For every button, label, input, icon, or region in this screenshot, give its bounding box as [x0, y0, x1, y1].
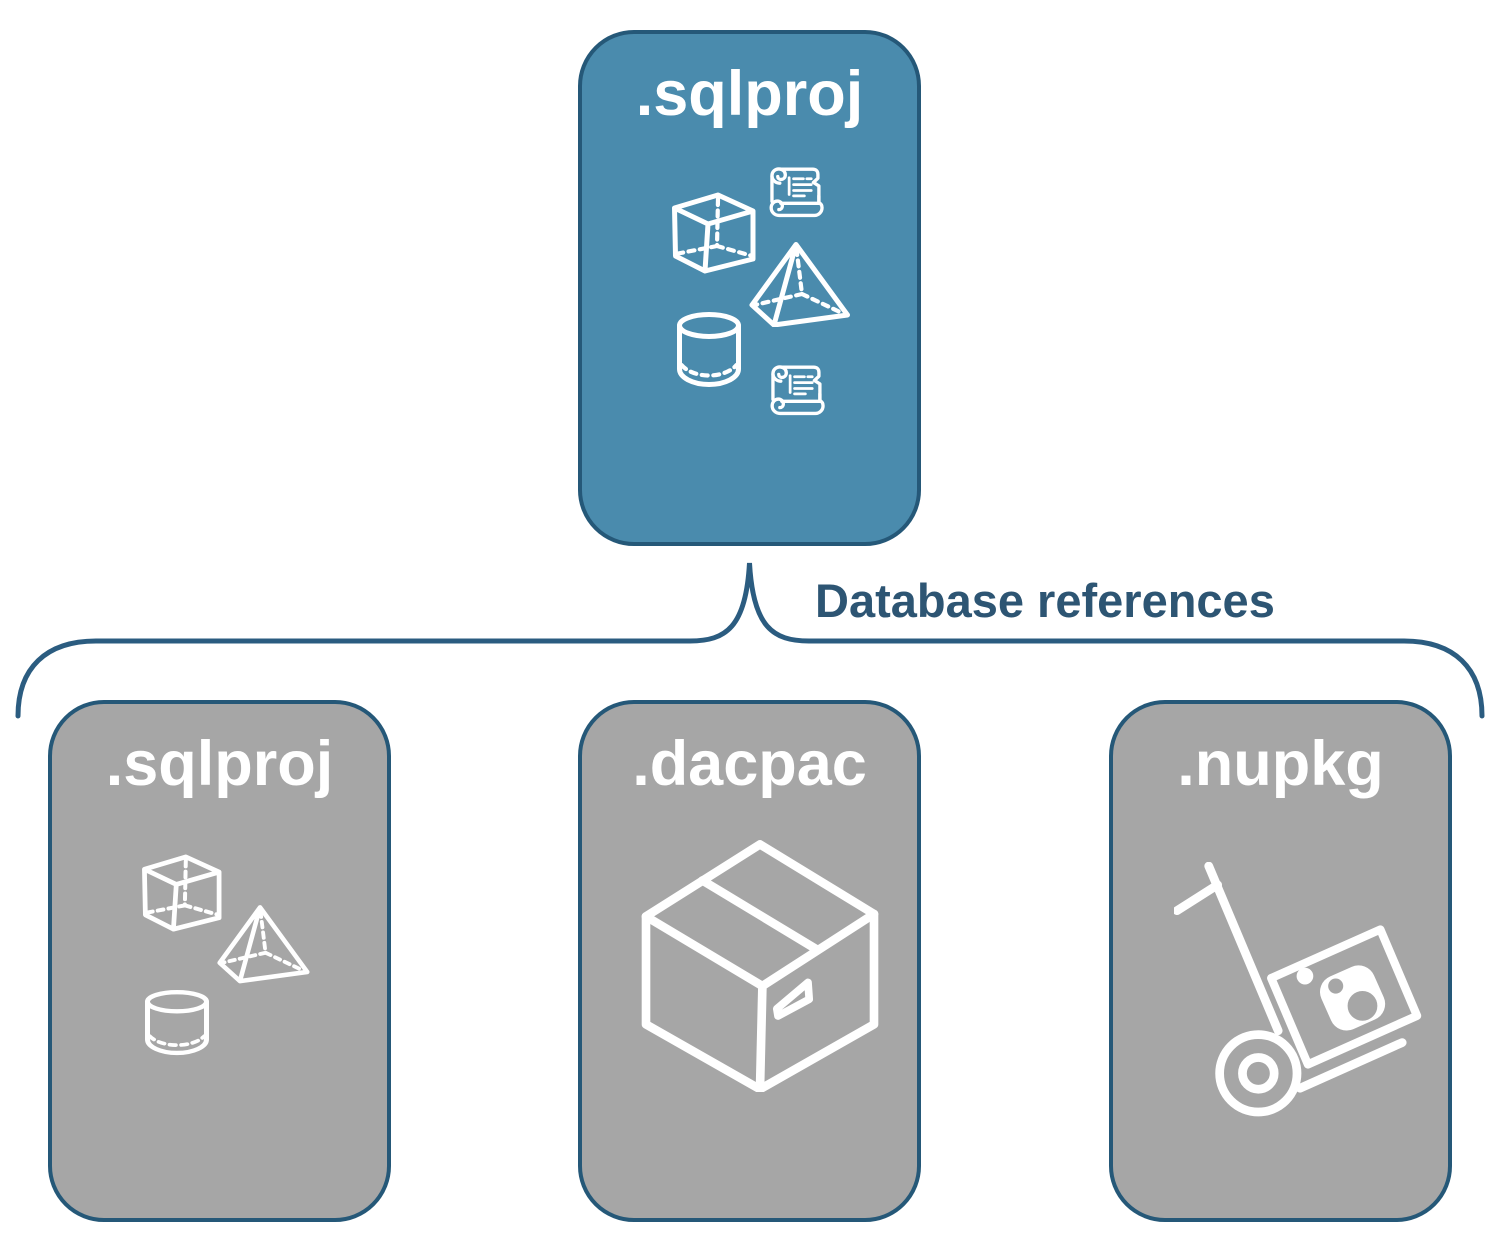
cylinder-icon [145, 990, 209, 1056]
cylinder-icon [677, 312, 741, 387]
scroll-icon [770, 365, 825, 416]
node-title: .dacpac [632, 729, 867, 799]
node-nupkg: .nupkg [1109, 700, 1452, 1222]
node-title: .nupkg [1177, 729, 1384, 799]
nuget-logo-icon [1296, 965, 1386, 1031]
node-sqlproj-child: .sqlproj [48, 700, 391, 1222]
scroll-icon [769, 167, 824, 218]
pyramid-icon [749, 242, 850, 327]
cube-icon [142, 854, 222, 932]
cube-icon [672, 192, 756, 274]
connector-label: Database references [815, 574, 1275, 627]
package-label-icon [772, 978, 814, 1020]
package-box-icon [641, 840, 879, 1092]
node-title: .sqlproj [635, 59, 864, 129]
node-sqlproj-root: .sqlproj [578, 30, 921, 546]
node-title: .sqlproj [105, 729, 334, 799]
pyramid-icon [217, 905, 310, 984]
node-dacpac: .dacpac [578, 700, 921, 1222]
hand-truck-icon [1174, 862, 1422, 1117]
